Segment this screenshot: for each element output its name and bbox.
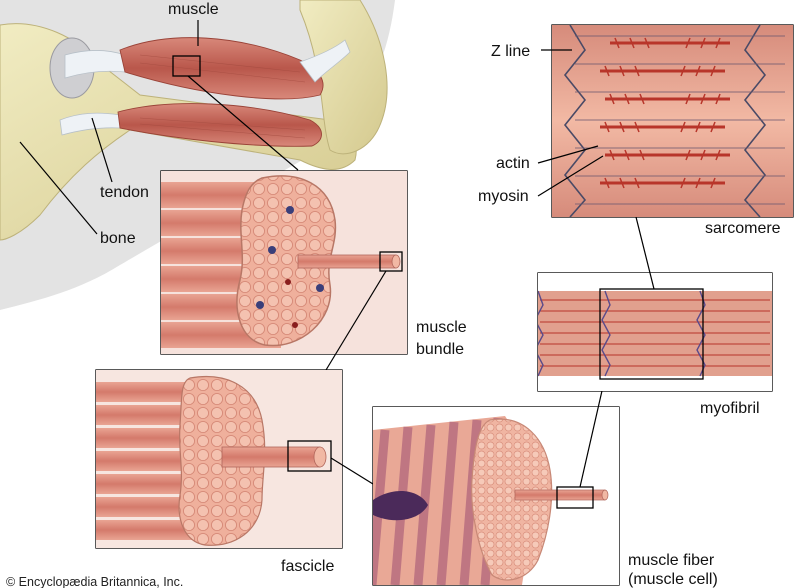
label-sarcomere: sarcomere bbox=[705, 220, 781, 237]
fascicle-panel bbox=[95, 369, 343, 549]
myofibril-panel bbox=[537, 272, 773, 392]
bundle-fascicle-rod bbox=[297, 254, 397, 269]
label-bone: bone bbox=[100, 230, 136, 247]
myofibril-z-lines bbox=[538, 290, 706, 377]
label-myosin: myosin bbox=[478, 188, 529, 205]
copyright-text: © Encyclopædia Britannica, Inc. bbox=[6, 575, 183, 588]
label-z-line: Z line bbox=[491, 43, 530, 60]
myosin-heads bbox=[604, 37, 721, 189]
fascicle-fiber-rod bbox=[221, 446, 321, 468]
label-muscle-bundle-line1: muscle bbox=[416, 319, 467, 336]
biceps-muscle bbox=[119, 37, 324, 100]
myofibril-rows bbox=[540, 299, 770, 367]
fiber-myofibril-rod bbox=[514, 489, 606, 501]
arm-illustration bbox=[0, 0, 395, 310]
sarcomere-z-lines bbox=[563, 25, 767, 217]
muscle-bundle-panel bbox=[160, 170, 408, 355]
fiber-zoom-marker bbox=[556, 486, 594, 509]
sarcomere-panel bbox=[551, 24, 794, 218]
fiber-nucleus bbox=[373, 490, 428, 521]
fascicle-fibers-side bbox=[96, 382, 206, 540]
sarcomere-actin bbox=[575, 35, 785, 205]
sarcomere-myosin bbox=[600, 41, 730, 185]
myofibril-zoom-marker bbox=[599, 288, 704, 380]
label-myofibril: myofibril bbox=[700, 400, 760, 417]
bundle-zoom-marker bbox=[379, 251, 403, 272]
muscle-zoom-marker bbox=[172, 55, 201, 77]
fascicle-zoom-marker bbox=[287, 440, 332, 472]
forearm-tendon bbox=[299, 39, 351, 83]
muscle-fiber-panel bbox=[372, 406, 620, 586]
fiber-cross-section bbox=[471, 418, 553, 581]
label-tendon: tendon bbox=[100, 184, 149, 201]
label-muscle-bundle-line2: bundle bbox=[416, 341, 464, 358]
triceps-muscle bbox=[117, 103, 322, 147]
label-muscle-fiber-line2: (muscle cell) bbox=[628, 571, 718, 588]
label-muscle-fiber-line1: muscle fiber bbox=[628, 552, 715, 569]
label-fascicle: fascicle bbox=[281, 558, 334, 575]
label-actin: actin bbox=[496, 155, 530, 172]
label-muscle: muscle bbox=[168, 1, 219, 18]
